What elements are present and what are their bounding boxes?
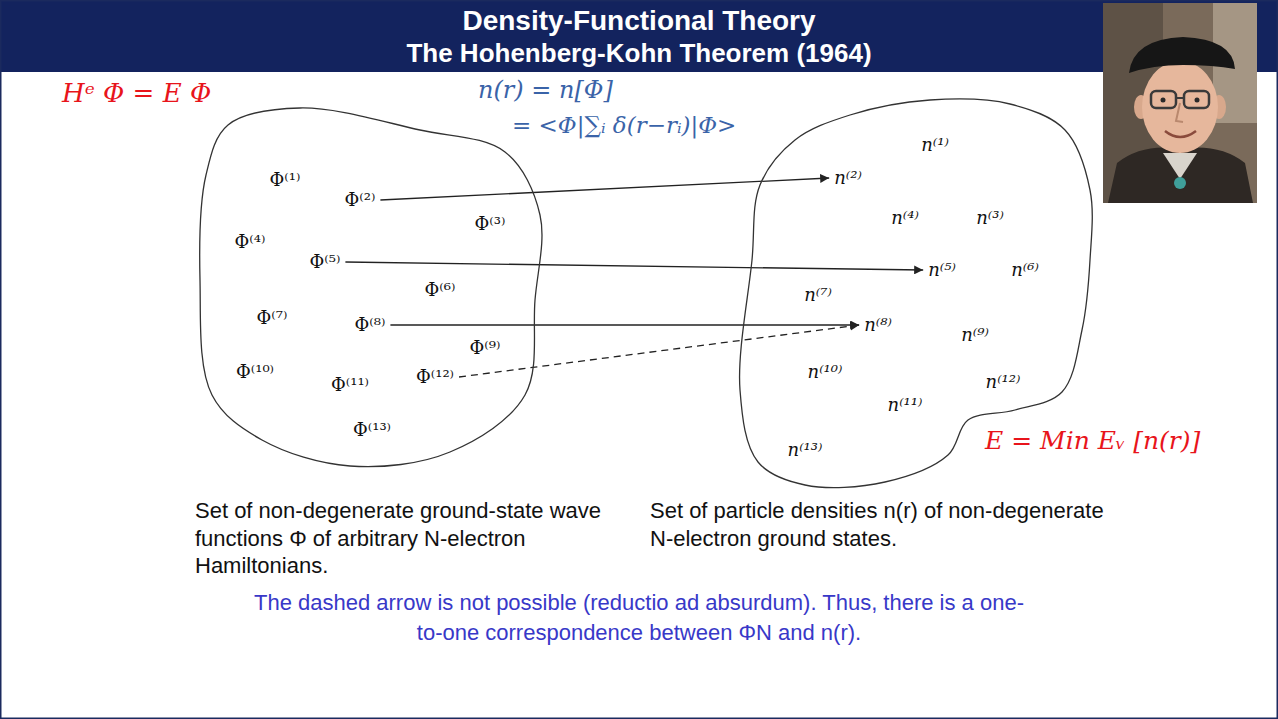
symbol-label: n⁽⁵⁾ bbox=[928, 259, 956, 281]
symbol-label: Φ⁽⁵⁾ bbox=[310, 251, 341, 273]
symbol-label: Φ⁽⁹⁾ bbox=[470, 337, 501, 359]
state-symbol: n⁽⁵⁾ bbox=[926, 258, 958, 282]
symbol-label: n⁽¹²⁾ bbox=[986, 371, 1021, 393]
mapping-arrow bbox=[345, 262, 923, 270]
title-band bbox=[0, 0, 1278, 72]
state-symbol: n⁽¹²⁾ bbox=[984, 370, 1023, 394]
symbol-label: n⁽⁸⁾ bbox=[864, 314, 892, 336]
beret bbox=[1129, 37, 1235, 73]
symbol-label: n⁽⁶⁾ bbox=[1011, 259, 1039, 281]
state-symbol: Φ⁽¹⁰⁾ bbox=[234, 360, 276, 384]
state-symbol: n⁽⁷⁾ bbox=[802, 283, 834, 307]
state-symbol: Φ⁽⁸⁾ bbox=[353, 313, 388, 337]
state-symbol: n⁽⁸⁾ bbox=[862, 313, 894, 337]
state-symbol: Φ⁽³⁾ bbox=[473, 212, 508, 236]
state-symbol: n⁽⁹⁾ bbox=[959, 323, 991, 347]
symbol-label: Φ⁽⁸⁾ bbox=[355, 314, 386, 336]
state-symbol: n⁽²⁾ bbox=[832, 166, 864, 190]
conclusion-caption: The dashed arrow is not possible (reduct… bbox=[249, 588, 1029, 647]
symbol-label: n⁽²⁾ bbox=[834, 167, 862, 189]
mapping-arrow bbox=[390, 324, 859, 325]
bolo-tie bbox=[1174, 177, 1186, 189]
set-caption: Set of non-degenerate ground-state wave … bbox=[195, 497, 615, 580]
symbol-label: n⁽¹¹⁾ bbox=[888, 394, 923, 416]
eye bbox=[1161, 98, 1166, 103]
state-symbol: Φ⁽⁴⁾ bbox=[233, 230, 268, 254]
symbol-label: n⁽¹⁾ bbox=[921, 134, 949, 156]
symbol-label: Φ⁽¹³⁾ bbox=[353, 419, 391, 441]
state-symbol: Φ⁽¹²⁾ bbox=[414, 365, 456, 389]
photo-background bbox=[1103, 3, 1257, 203]
state-symbol: Φ⁽¹⁾ bbox=[268, 168, 303, 192]
symbol-label: Φ⁽⁶⁾ bbox=[425, 279, 456, 301]
symbol-label: Φ⁽⁷⁾ bbox=[257, 307, 288, 329]
schrodinger-equation: Hᵉ Φ = E Φ bbox=[62, 78, 211, 109]
state-symbol: n⁽⁶⁾ bbox=[1009, 258, 1041, 282]
glasses bbox=[1151, 91, 1176, 108]
symbol-label: Φ⁽¹²⁾ bbox=[416, 366, 454, 388]
set-region: Set of non-degenerate ground-state wave … bbox=[190, 98, 550, 478]
symbol-label: Φ⁽¹¹⁾ bbox=[331, 374, 369, 396]
symbol-label: n⁽⁹⁾ bbox=[961, 324, 989, 346]
face bbox=[1142, 61, 1218, 153]
set-boundary bbox=[200, 108, 542, 467]
state-symbol: Φ⁽⁷⁾ bbox=[255, 306, 290, 330]
state-symbol: n⁽³⁾ bbox=[974, 206, 1006, 230]
portrait-photo bbox=[1103, 3, 1257, 203]
impossible-mapping-arrow bbox=[459, 325, 859, 377]
state-symbol: n⁽⁴⁾ bbox=[889, 206, 921, 230]
symbol-label: n⁽⁴⁾ bbox=[891, 207, 919, 229]
symbol-label: Φ⁽²⁾ bbox=[345, 189, 376, 211]
shirt bbox=[1163, 153, 1197, 179]
symbol-label: n⁽¹⁰⁾ bbox=[808, 361, 843, 383]
state-symbol: n⁽¹⁰⁾ bbox=[806, 360, 845, 384]
state-symbol: Φ⁽⁶⁾ bbox=[423, 278, 458, 302]
state-symbol: Φ⁽⁹⁾ bbox=[468, 336, 503, 360]
state-symbol: n⁽¹⁾ bbox=[919, 133, 951, 157]
state-symbol: n⁽¹¹⁾ bbox=[886, 393, 925, 417]
state-symbol: Φ⁽²⁾ bbox=[343, 188, 378, 212]
state-symbol: n⁽¹³⁾ bbox=[786, 438, 825, 462]
set-boundary bbox=[740, 99, 1093, 488]
symbol-label: Φ⁽¹⁰⁾ bbox=[236, 361, 274, 383]
glasses bbox=[1184, 91, 1209, 108]
symbol-label: n⁽⁷⁾ bbox=[804, 284, 832, 306]
density-definition: n(r) = n[Φ] bbox=[478, 76, 613, 105]
eye bbox=[1195, 98, 1200, 103]
state-symbol: Φ⁽¹¹⁾ bbox=[329, 373, 371, 397]
glasses-bridge bbox=[1176, 97, 1184, 99]
nose bbox=[1176, 103, 1183, 122]
slide-subtitle: The Hohenberg-Kohn Theorem (1964) bbox=[0, 38, 1278, 69]
symbol-label: n⁽³⁾ bbox=[976, 207, 1004, 229]
symbol-label: n⁽¹³⁾ bbox=[788, 439, 823, 461]
slide-title: Density-Functional Theory bbox=[0, 4, 1278, 38]
symbol-label: Φ⁽¹⁾ bbox=[270, 169, 301, 191]
state-symbol: Φ⁽¹³⁾ bbox=[351, 418, 393, 442]
energy-minimum: E = Min Eᵥ [n(r)] bbox=[985, 426, 1200, 456]
jacket bbox=[1108, 148, 1253, 203]
set-caption: Set of particle densities n(r) of non-de… bbox=[650, 497, 1110, 552]
symbol-label: Φ⁽³⁾ bbox=[475, 213, 506, 235]
density-expectation: = <Φ|∑ᵢ δ(r−rᵢ)|Φ> bbox=[512, 112, 736, 140]
smile bbox=[1165, 131, 1196, 137]
symbol-label: Φ⁽⁴⁾ bbox=[235, 231, 266, 253]
state-symbol: Φ⁽⁵⁾ bbox=[308, 250, 343, 274]
